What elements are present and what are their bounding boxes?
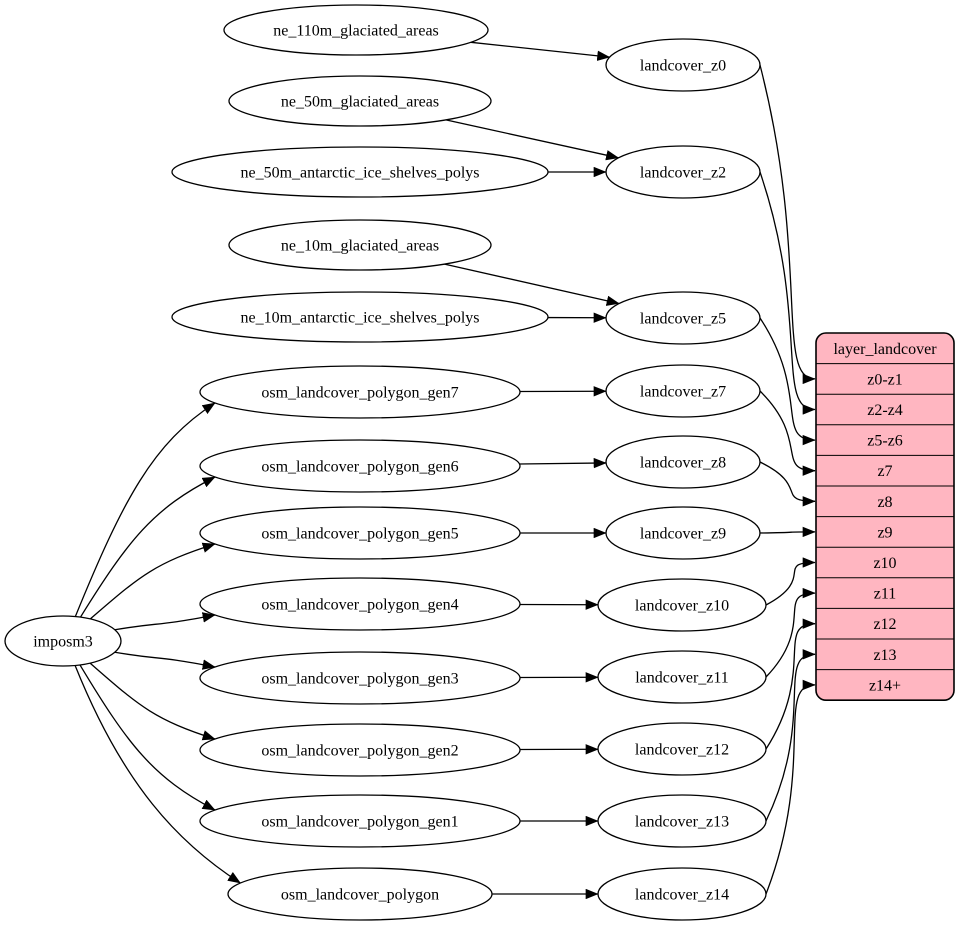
edge-imposm3-to-osm_landcover_polygon_gen1 (80, 665, 215, 810)
edge-landcover_z10-to-row-z10 (766, 563, 815, 606)
node-landcover_z13: landcover_z13 (598, 795, 766, 847)
edge-imposm3-to-osm_landcover_polygon_gen7 (75, 403, 215, 617)
node-label-ne_50m_antarctic_ice_shelves_polys: ne_50m_antarctic_ice_shelves_polys (240, 165, 479, 182)
nodes-layer: imposm3 ne_110m_glaciated_areas ne_50m_gla… (5, 5, 766, 920)
edge-landcover_z11-to-row-z11 (766, 593, 815, 677)
node-label-ne_10m_antarctic_ice_shelves_polys: ne_10m_antarctic_ice_shelves_polys (240, 310, 479, 327)
node-osm_landcover_polygon_gen1: osm_landcover_polygon_gen1 (200, 795, 520, 847)
edge-imposm3-to-osm_landcover_polygon_gen5 (90, 544, 215, 619)
node-landcover_z2: landcover_z2 (606, 146, 760, 198)
node-label-landcover_z2: landcover_z2 (640, 165, 726, 182)
layer-table-layer_landcover: layer_landcover z0-z1 z2-z4 z5-z6 z7 z8 z9 z10 z… (816, 333, 954, 700)
node-landcover_z9: landcover_z9 (606, 507, 760, 559)
edge-imposm3-to-osm_landcover_polygon_gen3 (115, 652, 215, 667)
edge-landcover_z5-to-row-z5-z6 (760, 318, 815, 440)
table-row-z10: z10 (873, 555, 896, 572)
edge-landcover_z14-to-row-z14+ (766, 685, 815, 894)
node-label-ne_10m_glaciated_areas: ne_10m_glaciated_areas (281, 238, 439, 255)
node-landcover_z0: landcover_z0 (606, 39, 760, 91)
node-osm_landcover_polygon_gen2: osm_landcover_polygon_gen2 (200, 724, 520, 776)
node-label-landcover_z0: landcover_z0 (640, 58, 726, 75)
node-landcover_z8: landcover_z8 (606, 436, 760, 488)
node-label-osm_landcover_polygon_gen5: osm_landcover_polygon_gen5 (261, 526, 458, 543)
table-row-z13: z13 (873, 647, 896, 664)
node-label-osm_landcover_polygon_gen4: osm_landcover_polygon_gen4 (261, 597, 458, 614)
node-ne_50m_glaciated_areas: ne_50m_glaciated_areas (229, 76, 491, 126)
edge-imposm3-to-osm_landcover_polygon_gen2 (90, 663, 215, 739)
node-label-osm_landcover_polygon_gen3: osm_landcover_polygon_gen3 (261, 671, 458, 688)
node-landcover_z14: landcover_z14 (598, 868, 766, 920)
node-label-osm_landcover_polygon_gen7: osm_landcover_polygon_gen7 (261, 385, 458, 402)
node-label-landcover_z12: landcover_z12 (635, 742, 729, 759)
node-ne_10m_antarctic_ice_shelves_polys: ne_10m_antarctic_ice_shelves_polys (172, 292, 548, 342)
edge-landcover_z7-to-row-z7 (760, 391, 815, 471)
node-ne_10m_glaciated_areas: ne_10m_glaciated_areas (229, 220, 491, 270)
table-row-z9: z9 (877, 524, 892, 541)
table-row-z11: z11 (874, 586, 897, 603)
node-osm_landcover_polygon_gen4: osm_landcover_polygon_gen4 (200, 578, 520, 630)
node-label-landcover_z10: landcover_z10 (635, 598, 729, 615)
node-label-landcover_z11: landcover_z11 (635, 670, 729, 687)
edge-imposm3-to-osm_landcover_polygon_gen6 (80, 477, 215, 617)
node-osm_landcover_polygon_gen5: osm_landcover_polygon_gen5 (200, 507, 520, 559)
node-label-ne_50m_glaciated_areas: ne_50m_glaciated_areas (281, 94, 439, 111)
node-ne_110m_glaciated_areas: ne_110m_glaciated_areas (224, 5, 488, 55)
node-label-landcover_z8: landcover_z8 (640, 455, 726, 472)
node-osm_landcover_polygon: osm_landcover_polygon (228, 868, 492, 920)
node-label-osm_landcover_polygon_gen6: osm_landcover_polygon_gen6 (261, 459, 458, 476)
node-label-osm_landcover_polygon: osm_landcover_polygon (281, 887, 439, 904)
node-label-imposm3: imposm3 (33, 634, 93, 651)
table-row-z2-z4: z2-z4 (867, 402, 903, 419)
node-osm_landcover_polygon_gen6: osm_landcover_polygon_gen6 (200, 440, 520, 492)
node-label-landcover_z5: landcover_z5 (640, 311, 726, 328)
node-landcover_z12: landcover_z12 (598, 723, 766, 775)
node-imposm3: imposm3 (5, 616, 121, 666)
node-label-osm_landcover_polygon_gen2: osm_landcover_polygon_gen2 (261, 743, 458, 760)
table-row-z14+: z14+ (869, 677, 901, 694)
table-title: layer_landcover (833, 341, 937, 358)
edge-ne_110m_glaciated_areas-to-landcover_z0 (471, 42, 610, 57)
edge-landcover_z9-to-row-z9 (760, 532, 815, 533)
node-osm_landcover_polygon_gen7: osm_landcover_polygon_gen7 (200, 366, 520, 418)
edge-landcover_z8-to-row-z8 (760, 462, 815, 501)
edge-landcover_z2-to-row-z2-z4 (760, 172, 815, 410)
node-ne_50m_antarctic_ice_shelves_polys: ne_50m_antarctic_ice_shelves_polys (172, 147, 548, 197)
table-row-z0-z1: z0-z1 (867, 371, 903, 388)
node-label-landcover_z9: landcover_z9 (640, 526, 726, 543)
node-landcover_z5: landcover_z5 (606, 292, 760, 344)
node-label-landcover_z7: landcover_z7 (640, 384, 726, 401)
node-label-osm_landcover_polygon_gen1: osm_landcover_polygon_gen1 (261, 814, 458, 831)
table-row-z8: z8 (877, 494, 892, 511)
node-label-landcover_z14: landcover_z14 (635, 887, 729, 904)
table-row-z7: z7 (877, 463, 892, 480)
node-landcover_z10: landcover_z10 (598, 579, 766, 631)
table-row-z5-z6: z5-z6 (867, 433, 903, 450)
node-label-landcover_z13: landcover_z13 (635, 814, 729, 831)
edge-imposm3-to-osm_landcover_polygon_gen4 (115, 615, 215, 630)
node-osm_landcover_polygon_gen3: osm_landcover_polygon_gen3 (200, 652, 520, 704)
node-label-ne_110m_glaciated_areas: ne_110m_glaciated_areas (273, 23, 439, 40)
table-row-z12: z12 (873, 616, 896, 633)
node-landcover_z7: landcover_z7 (606, 365, 760, 417)
node-landcover_z11: landcover_z11 (598, 651, 766, 703)
edge-osm_landcover_polygon_gen6-to-landcover_z8 (520, 463, 607, 464)
